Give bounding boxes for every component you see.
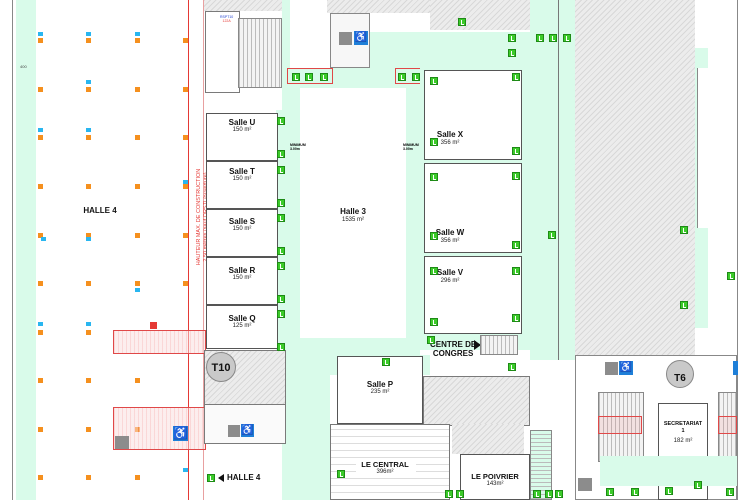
le-central-label-bg xyxy=(356,458,416,476)
dimension-400: 400 xyxy=(20,64,27,69)
salle-u-label: Salle U xyxy=(228,118,256,127)
centre-congres-label: CENTRE DE CONGRES xyxy=(430,340,477,358)
stair-note: RSPT10 122A xyxy=(220,15,234,23)
accessible-wc-icon: ♿ xyxy=(173,426,188,441)
accessible-wc-icon-top: ♿ xyxy=(354,31,368,45)
accessible-wc-icon-t6: ♿ xyxy=(619,361,633,375)
halle4-direction-arrow xyxy=(218,474,224,482)
halle4-circulation-strip xyxy=(16,0,36,500)
salle-t-area: 150 m² xyxy=(232,176,252,182)
wc-icon-t6 xyxy=(605,362,618,375)
escalator-barrier-right xyxy=(718,416,737,434)
stair-zone-upper xyxy=(113,330,206,354)
halle3-area: 1535 m² xyxy=(341,217,364,223)
secretariat-area: 182 m² xyxy=(673,438,693,444)
t6-circulation-bottom xyxy=(600,456,737,486)
salle-w-area: 356 m² xyxy=(440,238,460,244)
left-border-line xyxy=(12,0,13,500)
hatched-service-block xyxy=(423,376,530,426)
hatched-east-zone xyxy=(575,0,695,355)
corridor-divider-right xyxy=(558,0,559,360)
salle-q-label: Salle Q xyxy=(228,314,256,323)
le-central-area: 396m² xyxy=(376,469,394,475)
right-border-line xyxy=(737,0,738,500)
construction-limit-line xyxy=(188,0,189,500)
exit-sign-halle4 xyxy=(207,474,215,482)
escalator-icon xyxy=(115,436,129,449)
salle-r[interactable] xyxy=(206,257,278,305)
salle-w[interactable] xyxy=(424,163,522,253)
fire-alarm-icon xyxy=(150,322,157,329)
salle-u-area: 150 m² xyxy=(232,127,252,133)
le-poivrier-label: LE POIVRIER xyxy=(471,472,519,481)
salle-q-area: 125 m² xyxy=(232,323,252,329)
salle-x-label: Salle X xyxy=(436,130,464,139)
staircase-centre xyxy=(480,335,518,355)
corridor-vertical-p xyxy=(290,355,330,500)
halle3-label: Halle 3 xyxy=(340,207,366,216)
t6-tower: T6 xyxy=(666,360,694,388)
salle-w-label: Salle W xyxy=(435,228,465,237)
salle-r-area: 150 m² xyxy=(232,275,252,281)
t10-tower: T10 xyxy=(206,352,236,382)
halle3[interactable] xyxy=(300,88,406,338)
hatched-kitchen xyxy=(452,424,524,454)
hatched-wall-top-left xyxy=(204,0,289,11)
corridor-vertical-right xyxy=(530,0,575,360)
centre-congres-arrow xyxy=(474,340,481,350)
salle-q[interactable] xyxy=(206,305,278,349)
salle-p-area: 235 m² xyxy=(370,389,390,395)
salle-t[interactable] xyxy=(206,161,278,209)
salle-v-label: Salle V xyxy=(436,268,464,277)
salle-r-label: Salle R xyxy=(228,266,256,275)
wc-icon-top xyxy=(339,32,352,45)
construction-limit-line-2 xyxy=(203,0,204,500)
accessible-wc-icon-t6-right xyxy=(733,361,738,375)
salle-s[interactable] xyxy=(206,209,278,257)
le-poivrier-area: 143m² xyxy=(486,481,504,487)
escalator-t6-left xyxy=(598,392,644,462)
accessible-wc-icon-t10: ♿ xyxy=(241,424,254,437)
salle-x-area: 356 m² xyxy=(440,140,460,146)
east-white-zone xyxy=(697,68,738,228)
escalator-icon-t6 xyxy=(578,478,592,491)
wc-icon xyxy=(228,425,240,437)
escalator-barrier-left xyxy=(598,416,642,434)
salle-p-label: Salle P xyxy=(366,380,394,389)
halle4-direction-label: HALLE 4 xyxy=(227,473,261,482)
salle-s-label: Salle S xyxy=(228,217,256,226)
salle-v-area: 296 m² xyxy=(440,278,460,284)
salle-t-label: Salle T xyxy=(229,167,255,176)
le-central-label: LE CENTRAL xyxy=(361,460,409,469)
halle4-label: HALLE 4 xyxy=(83,206,117,215)
salle-p[interactable] xyxy=(337,356,423,424)
staircase-top xyxy=(238,18,282,88)
salle-v[interactable] xyxy=(424,256,522,334)
hatched-top-center xyxy=(327,0,457,13)
stair-room xyxy=(205,11,240,93)
salle-s-area: 150 m² xyxy=(232,226,252,232)
secretariat-label: SECRETARIAT 1 xyxy=(663,421,703,434)
salle-x[interactable] xyxy=(424,70,522,160)
salle-u[interactable] xyxy=(206,113,278,161)
le-poivrier[interactable] xyxy=(460,454,530,500)
